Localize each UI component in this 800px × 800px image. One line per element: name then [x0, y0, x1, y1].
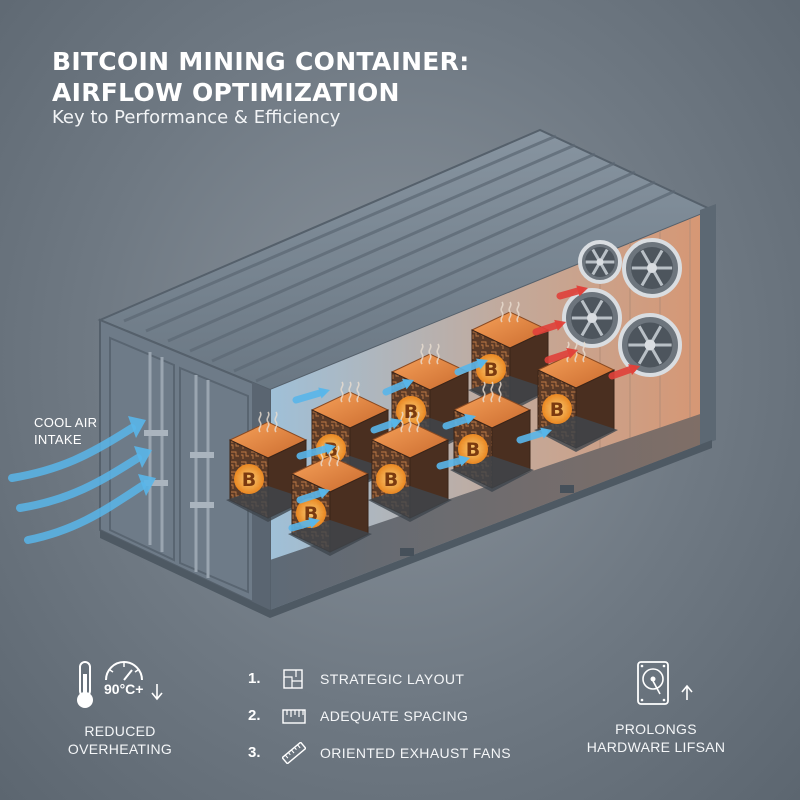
hot-air-arrow-icon: [532, 319, 566, 336]
step-number: 2.: [248, 707, 261, 724]
gauge-icon: [105, 661, 143, 681]
feature-reduced-overheating: REDUCED OVERHEATING: [60, 722, 180, 758]
temperature-readout: 90°C+: [104, 681, 144, 697]
heat-wave-icon: [340, 381, 360, 403]
cool-air-arrow-icon: [296, 443, 336, 460]
container-diagram: BBBBBBBB: [8, 128, 716, 618]
cool-air-arrow-icon: [296, 487, 330, 504]
feature-left-line-1: REDUCED: [84, 723, 156, 739]
step-label: ORIENTED EXHAUST FANS: [320, 744, 511, 761]
container-icon: [97, 128, 716, 618]
page-title: BITCOIN MINING CONTAINER: AIRFLOW OPTIMI…: [52, 46, 470, 108]
fan-icon: [618, 313, 682, 377]
feature-right-line-1: PROLONGS: [615, 721, 697, 737]
fan-icon: [562, 288, 622, 348]
heat-wave-icon: [258, 411, 278, 433]
bitcoin-symbol: B: [404, 401, 418, 423]
cool-air-arrow-icon: [382, 378, 414, 396]
heat-wave-icon: [500, 301, 520, 323]
spacing-icon: [282, 704, 320, 728]
fan-icon: [578, 240, 622, 284]
thermometer-icon: [77, 661, 93, 708]
hot-air-arrow-icon: [544, 347, 578, 364]
bitcoin-symbol: B: [466, 439, 480, 461]
cool-air-arrow-icon: [516, 427, 552, 444]
cool-air-arrow-icon: [454, 358, 488, 376]
hard-drive-icon: [637, 661, 669, 705]
cool-air-arrow-icon: [370, 418, 402, 434]
step-number: 1.: [248, 670, 261, 687]
bitcoin-symbol: B: [384, 469, 398, 491]
list-item: 3. ORIENTED EXHAUST FANS: [248, 734, 511, 771]
up-arrow-icon: [681, 684, 693, 700]
cool-air-arrow-icon: [436, 455, 470, 470]
fan-icon: [622, 238, 682, 298]
list-item: 2. ADEQUATE SPACING: [248, 697, 511, 734]
heat-wave-icon: [420, 343, 440, 365]
hot-air-arrow-icon: [556, 285, 588, 300]
optimization-steps: 1. STRATEGIC LAYOUT 2. ADEQUATE SPACING …: [248, 660, 511, 771]
intake-label-line-1: COOL AIR: [34, 415, 98, 430]
miner-icon: B: [288, 445, 372, 556]
cool-air-arrow-icon: [442, 413, 476, 430]
title-line-2: AIRFLOW OPTIMIZATION: [52, 78, 400, 107]
heat-wave-icon: [482, 381, 502, 403]
title-line-1: BITCOIN MINING CONTAINER:: [52, 47, 470, 76]
miner-icon: B: [534, 341, 618, 452]
down-arrow-icon: [151, 684, 163, 701]
cool-air-intake-label: COOL AIR INTAKE: [34, 414, 97, 448]
miner-icon: B: [450, 381, 534, 492]
cool-air-arrow-icon: [292, 387, 330, 404]
ruler-icon: [282, 741, 320, 765]
feature-prolongs-hardware: PROLONGS HARDWARE LIFSAN: [586, 720, 726, 756]
step-label: STRATEGIC LAYOUT: [320, 670, 465, 687]
heat-wave-icon: [400, 411, 420, 433]
hot-air-arrow-icon: [608, 364, 640, 380]
bitcoin-symbol: B: [550, 399, 564, 421]
layout-icon: [282, 667, 320, 691]
list-item: 1. STRATEGIC LAYOUT: [248, 660, 511, 697]
bitcoin-symbol: B: [242, 469, 256, 491]
feature-right-line-2: HARDWARE LIFSAN: [586, 739, 726, 755]
miner-icon: B: [368, 411, 452, 522]
page-subtitle: Key to Performance & Efficiency: [52, 107, 341, 128]
feature-left-line-2: OVERHEATING: [67, 741, 173, 757]
step-label: ADEQUATE SPACING: [320, 707, 469, 724]
cool-air-arrow-icon: [8, 424, 146, 544]
intake-label-line-2: INTAKE: [34, 432, 82, 447]
cool-air-arrow-icon: [288, 517, 320, 532]
step-number: 3.: [248, 744, 261, 761]
bitcoin-symbol: B: [484, 359, 498, 381]
